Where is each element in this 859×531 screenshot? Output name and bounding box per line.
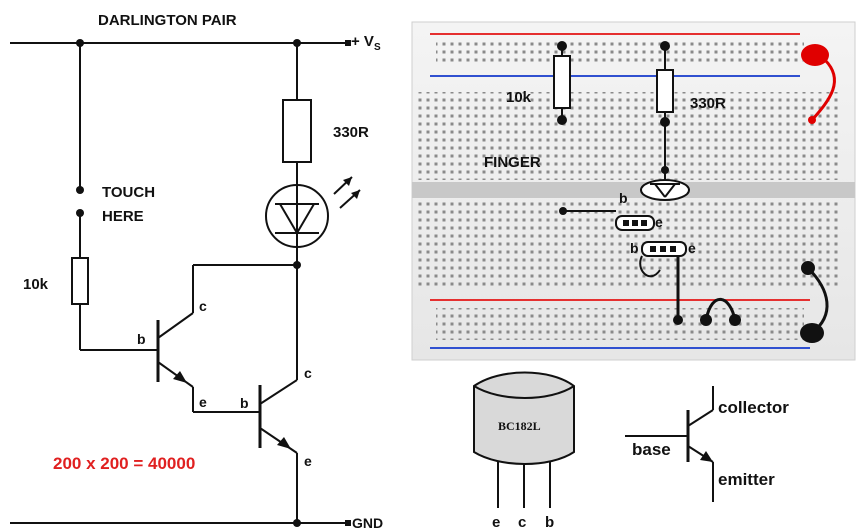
base-resistor-label: 10k [23, 276, 49, 293]
schematic-nodes [76, 39, 360, 527]
bb-finger-label: FINGER [484, 154, 541, 171]
package-pin-e: e [492, 514, 500, 531]
bc182l-package [473, 371, 575, 508]
led-resistor-330r [282, 99, 312, 163]
gain-formula: 200 x 200 = 40000 [53, 454, 195, 473]
package-pin-b: b [545, 514, 554, 531]
supply-label-main: + V [351, 33, 374, 50]
t1-emitter-label: e [199, 394, 207, 410]
supply-label: + VS [351, 33, 381, 53]
t2-emitter-label: e [304, 453, 312, 469]
symbol-emitter-arrow [700, 451, 713, 462]
package-marking: BC182L [498, 419, 541, 433]
symbol-emitter-label: emitter [718, 470, 775, 489]
upper-terminal-strip [418, 92, 838, 180]
bb-led [640, 122, 690, 201]
bb-transistor-1 [559, 207, 655, 231]
bb-resistor-330r-label: 330R [690, 95, 726, 112]
t2-collector-label: c [304, 365, 312, 381]
ground-label: GND [352, 515, 383, 531]
package-pin-c: c [518, 514, 526, 531]
symbol-collector-label: collector [718, 398, 789, 417]
schematic-title: DARLINGTON PAIR [98, 12, 237, 29]
t2-emitter [259, 427, 298, 454]
symbol-base-label: base [632, 440, 671, 459]
t2-base-label: b [240, 395, 249, 411]
bb-t2-base-label: b [630, 240, 639, 256]
breadboard [411, 21, 856, 361]
touch-label-2: HERE [102, 208, 144, 225]
bb-t2-emitter-label: e [688, 240, 696, 256]
t1-emitter-arrow [173, 371, 187, 383]
transistor-symbol [625, 386, 714, 502]
bb-resistor-10k [553, 46, 571, 120]
touch-contact-bottom [76, 209, 84, 217]
touch-contact-top [76, 186, 84, 194]
t1-emitter [157, 361, 194, 388]
bb-resistor-10k-label: 10k [506, 89, 532, 106]
bb-t1-base-label: b [619, 190, 628, 206]
supply-label-sub: S [374, 42, 381, 53]
schematic [10, 42, 361, 524]
base-resistor-10k [71, 257, 89, 305]
bb-transistor-2 [639, 241, 687, 325]
center-channel [412, 182, 855, 198]
bb-resistor-330r [656, 46, 674, 122]
t2-emitter-arrow [277, 437, 291, 449]
t1-base-label: b [137, 331, 146, 347]
red-jumper-end [801, 44, 829, 66]
red-jumper-wire [810, 58, 837, 122]
t1-collector-label: c [199, 298, 207, 314]
bb-t1-emitter-label: e [655, 214, 663, 230]
black-jumper-end [800, 323, 824, 343]
led-resistor-label: 330R [333, 124, 369, 141]
touch-label-1: TOUCH [102, 184, 155, 201]
bb-loop-jumper [704, 297, 737, 321]
